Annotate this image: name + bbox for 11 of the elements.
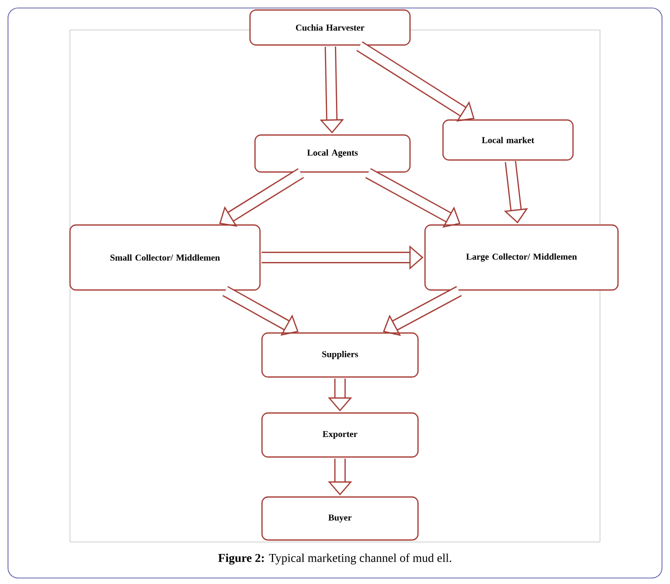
process-box: Suppliers	[261, 332, 419, 378]
caption: Figure 2: Typical marketing channel of mud ell.	[218, 553, 452, 565]
process-box: Local market	[442, 119, 574, 161]
process-box: Buyer	[261, 496, 419, 541]
process-box: Large Collector/ Middlemen	[424, 224, 619, 291]
process-box: Local Agents	[254, 134, 411, 173]
block-arrow	[219, 168, 304, 227]
block-arrow	[365, 168, 460, 228]
process-box: Small Collector/ Middlemen	[69, 224, 261, 291]
process-box: Cuchia Harvester	[249, 9, 411, 46]
process-box: Exporter	[261, 412, 419, 458]
